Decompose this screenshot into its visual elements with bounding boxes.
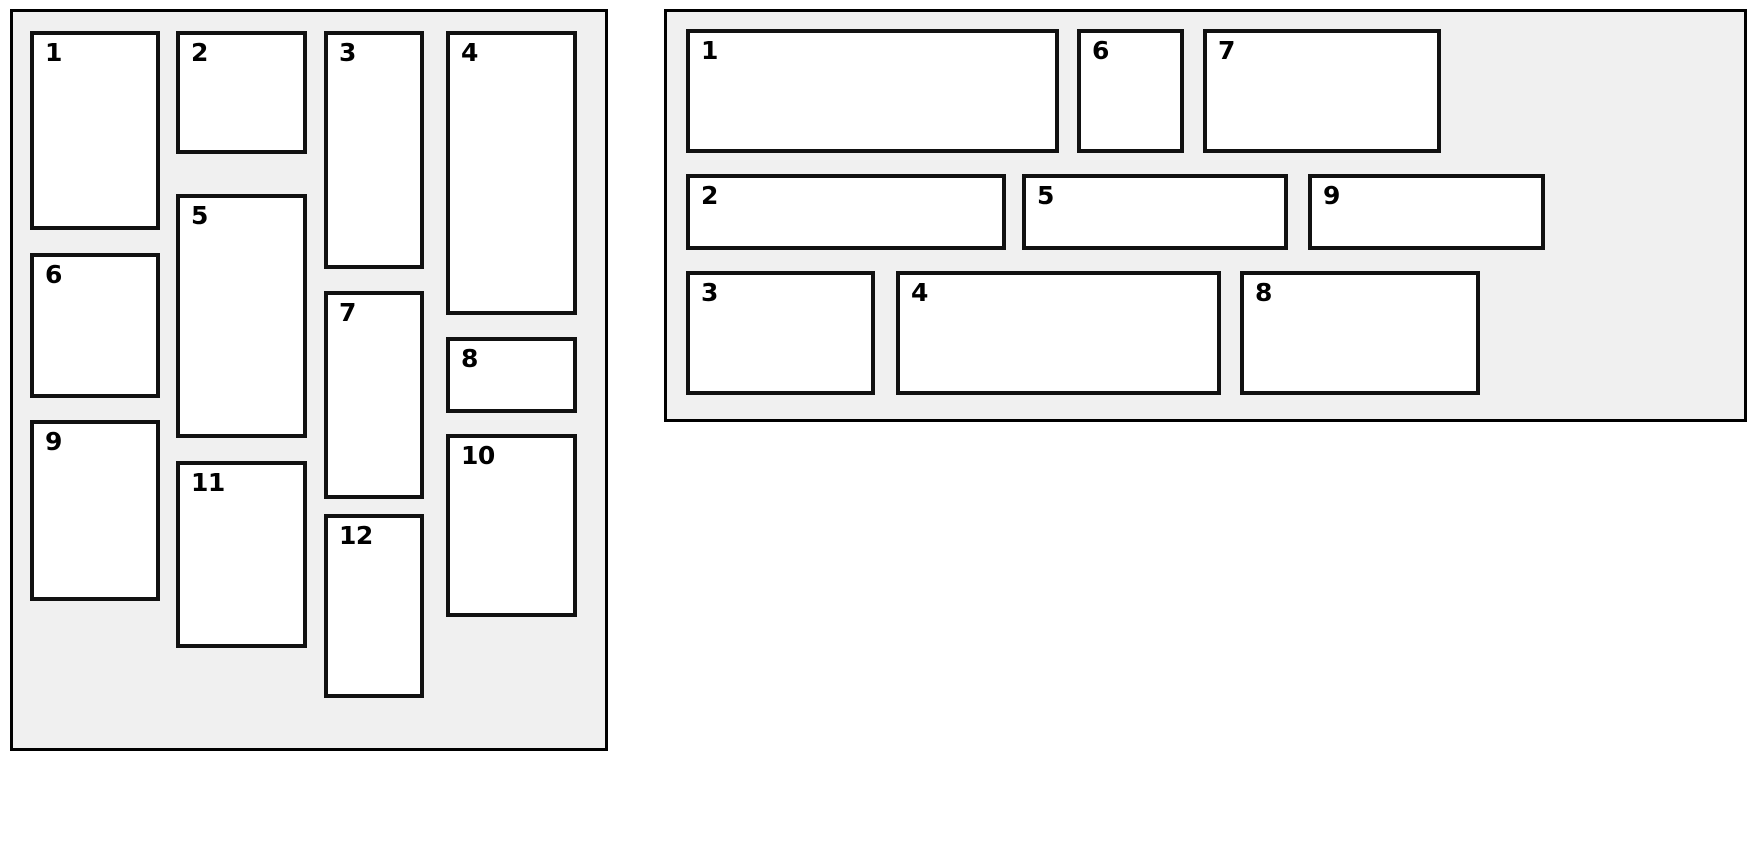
region-box-label: 1	[701, 36, 718, 65]
region-box-label: 10	[461, 441, 495, 470]
region-box-7[interactable]: 7	[1203, 29, 1441, 153]
region-box-10[interactable]: 10	[446, 434, 577, 617]
region-box-label: 7	[1218, 36, 1235, 65]
region-box-label: 4	[461, 38, 478, 67]
region-box-label: 4	[911, 278, 928, 307]
region-box-11[interactable]: 11	[176, 461, 307, 648]
region-box-6[interactable]: 6	[30, 253, 160, 398]
region-box-label: 7	[339, 298, 356, 327]
region-box-label: 8	[1255, 278, 1272, 307]
region-box-7[interactable]: 7	[324, 291, 424, 499]
region-box-9[interactable]: 9	[30, 420, 160, 601]
region-box-label: 11	[191, 468, 225, 497]
region-box-2[interactable]: 2	[176, 31, 307, 154]
region-box-1[interactable]: 1	[686, 29, 1059, 153]
region-box-label: 2	[701, 181, 718, 210]
region-box-label: 6	[45, 260, 62, 289]
region-box-8[interactable]: 8	[1240, 271, 1480, 395]
region-box-label: 2	[191, 38, 208, 67]
region-box-8[interactable]: 8	[446, 337, 577, 413]
region-box-5[interactable]: 5	[1022, 174, 1288, 250]
region-box-label: 3	[339, 38, 356, 67]
region-box-6[interactable]: 6	[1077, 29, 1184, 153]
region-box-label: 5	[1037, 181, 1054, 210]
region-box-9[interactable]: 9	[1308, 174, 1545, 250]
region-box-12[interactable]: 12	[324, 514, 424, 698]
region-box-4[interactable]: 4	[446, 31, 577, 315]
region-box-label: 5	[191, 201, 208, 230]
region-box-4[interactable]: 4	[896, 271, 1221, 395]
region-box-label: 8	[461, 344, 478, 373]
region-box-label: 12	[339, 521, 373, 550]
region-box-label: 9	[45, 427, 62, 456]
region-box-5[interactable]: 5	[176, 194, 307, 438]
region-box-label: 9	[1323, 181, 1340, 210]
region-box-label: 3	[701, 278, 718, 307]
region-box-label: 6	[1092, 36, 1109, 65]
region-box-3[interactable]: 3	[324, 31, 424, 269]
region-box-2[interactable]: 2	[686, 174, 1006, 250]
region-box-label: 1	[45, 38, 62, 67]
region-box-1[interactable]: 1	[30, 31, 160, 230]
region-box-3[interactable]: 3	[686, 271, 875, 395]
